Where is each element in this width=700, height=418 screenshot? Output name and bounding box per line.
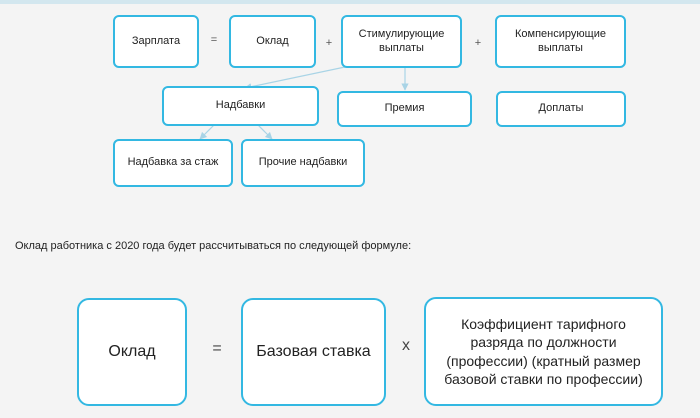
base-salary-box: Оклад xyxy=(229,15,316,68)
connector-incentive-to-allowances xyxy=(244,66,346,91)
multiply-sign: x xyxy=(402,337,410,354)
bonus-label: Премия xyxy=(384,102,425,115)
base-rate-label: Базовая ставка xyxy=(256,343,371,360)
plus-sign: + xyxy=(325,37,333,49)
compensation-payments-label: Компенсирующие выплаты xyxy=(515,27,606,54)
incentive-payments-label: Стимулирующие выплаты xyxy=(358,27,445,54)
allowances-label: Надбавки xyxy=(215,99,266,112)
coefficient-label: Коэффициент тарифного разряда по должнос… xyxy=(444,316,643,387)
formula-equals-sign: = xyxy=(212,340,222,357)
connector-allowances-to-seniority xyxy=(199,124,215,140)
equals-sign: = xyxy=(210,34,218,46)
connector-allowances-to-other xyxy=(257,124,273,140)
formula-base-salary-label: Оклад xyxy=(108,343,156,360)
seniority-allowance-label: Надбавка за стаж xyxy=(127,156,219,169)
other-allowances-label: Прочие надбавки xyxy=(258,156,348,169)
seniority-allowance-box: Надбавка за стаж xyxy=(113,139,233,187)
formula-base-salary-box: Оклад xyxy=(77,298,187,406)
formula-caption: Оклад работника с 2020 года будет рассчи… xyxy=(15,240,412,252)
plus-sign: + xyxy=(474,37,482,49)
allowances-box: Надбавки xyxy=(162,86,319,126)
bonus-box: Премия xyxy=(337,91,472,127)
surcharges-box: Доплаты xyxy=(496,91,626,127)
salary-label: Зарплата xyxy=(131,34,181,47)
salary-box: Зарплата xyxy=(113,15,199,68)
surcharges-label: Доплаты xyxy=(538,102,584,115)
top-accent-strip xyxy=(0,0,700,4)
other-allowances-box: Прочие надбавки xyxy=(241,139,365,187)
base-rate-box: Базовая ставка xyxy=(241,298,386,406)
coefficient-box: Коэффициент тарифного разряда по должнос… xyxy=(424,297,663,406)
incentive-payments-box: Стимулирующие выплаты xyxy=(341,15,462,68)
base-salary-label: Оклад xyxy=(256,34,289,47)
compensation-payments-box: Компенсирующие выплаты xyxy=(495,15,626,68)
